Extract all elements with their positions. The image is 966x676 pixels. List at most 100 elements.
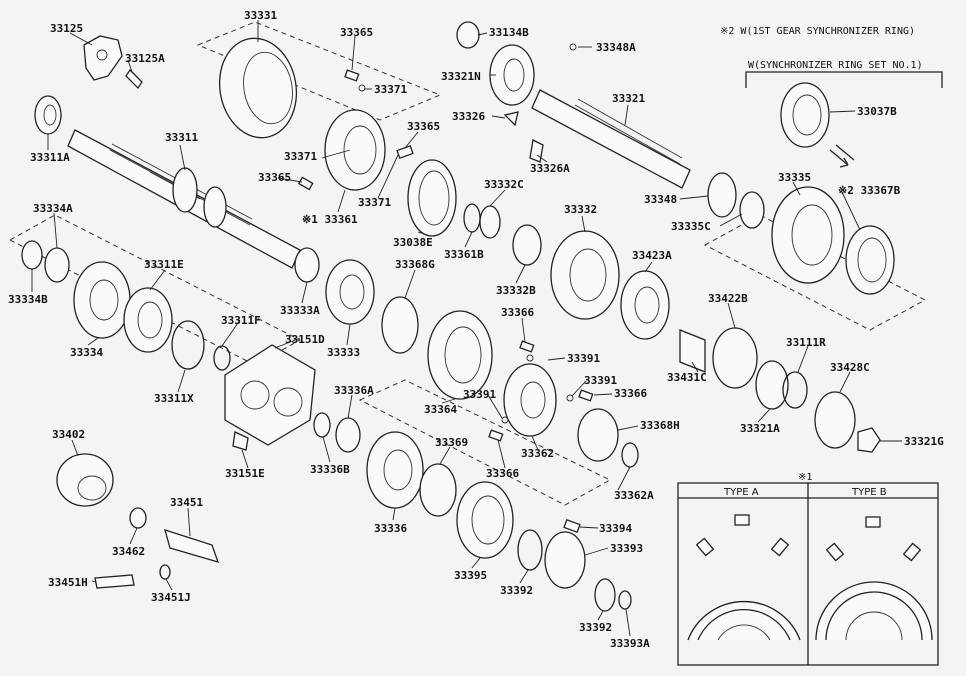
ring-33037B-inner [792,94,822,136]
part-33431C-collar [679,329,706,373]
label-33361B: 33361B [444,248,484,261]
assembly-outline-left [8,214,302,366]
part-33332B-bearing [512,224,542,266]
part-33037B-ring [780,82,830,148]
part-33365-key [344,69,360,82]
label-33333A: 33333A [280,304,320,317]
label-33321A: 33321A [740,422,780,435]
label-33348A: 33348A [596,41,636,54]
part-33366-key-a [519,340,535,353]
bracket-hole [96,49,108,61]
label-33335C: 33335C [671,220,711,233]
label-33365-c: 33365 [258,171,291,184]
part-33361B-snapring [463,203,481,233]
part-33371-spring [358,84,366,92]
label-33321N: 33321N [441,70,481,83]
part-33393-hub [544,531,586,589]
part-33335-gear [771,186,845,284]
part-33391-spring-c [501,416,509,424]
part-33311X-snapring [171,320,205,370]
hub-33362-inner [520,381,546,419]
inset-type-comparison: ※1 TYPE A TYPE B [677,472,939,666]
part-33151E-bolt [232,431,249,451]
label-33335: 33335 [778,171,811,184]
plate-hole-2 [273,387,303,417]
gear-33423A-hub [634,286,660,324]
label-33326A: 33326A [530,162,570,175]
part-33395-sleeve [456,481,514,559]
label-33371: 33371 [374,83,407,96]
label-33038E: 33038E [393,236,433,249]
part-33111R-snapring [782,371,808,409]
part-33326-clip [503,111,519,127]
label-33366-a: 33366 [501,306,534,319]
label-33395: 33395 [454,569,487,582]
label-33392-a: 33392 [500,584,533,597]
assembly-outline-top [196,21,442,121]
type-a-ring [687,514,801,641]
direction-arrow [829,144,855,168]
type-b-ring [815,516,933,641]
label-33151D: 33151D [285,333,325,346]
inset-mark: ※1 [798,472,812,483]
part-33336B-washer [313,412,331,438]
label-33311A: 33311A [30,151,70,164]
part-33336-gear [366,431,424,509]
label-33331: 33331 [244,9,277,22]
label-33423A: 33423A [632,249,672,262]
label-33037B: 33037B [857,105,897,118]
label-33391-a: 33391 [567,352,600,365]
label-33151E: 33151E [225,467,265,480]
ring-33367B-inner [857,237,887,283]
gear-33333-hub [339,274,365,310]
part-33402-gear [56,453,114,507]
part-33336A-bearing [335,417,361,453]
part-33334A-bearing [44,247,70,283]
label-33462: 33462 [112,545,145,558]
label-33336B: 33336B [310,463,350,476]
part-33366-key-c [488,429,504,442]
part-33368G-ring [381,296,419,354]
part-33332C-washer [479,205,501,239]
label-33348: 33348 [644,193,677,206]
bearing-33311E-inner [137,301,163,339]
plate-hole-1 [240,380,270,410]
part-33362A-snapring [621,442,639,468]
label-33321G: 33321G [904,435,944,448]
label-33368H: 33368H [640,419,680,432]
label-33431C: 33431C [667,371,707,384]
part-33462-washer [129,507,147,529]
label-33391-c: 33391 [463,388,496,401]
label-33366-c: 33366 [486,467,519,480]
part-33125A-bolt [125,68,143,90]
part-33394-key [563,519,581,533]
label-33394: 33394 [599,522,632,535]
label-33336A: 33336A [334,384,374,397]
hub-33364-inner [444,326,482,384]
label-33326: 33326 [452,110,485,123]
part-33392-snapring-a [517,529,543,571]
label-33311X: 33311X [154,392,194,405]
part-33368H-ring [577,408,619,462]
part-33393A-snapring [618,590,632,610]
label-33332: 33332 [564,203,597,216]
part-33451H-bolt [94,574,135,589]
note-1st-gear-sync-ring: ※2 W(1ST GEAR SYNCHRONIZER RING) [720,26,915,37]
part-33334B-washer [21,240,43,270]
shaft-gear-2 [203,186,227,228]
label-33364: 33364 [424,403,457,416]
label-33311: 33311 [165,131,198,144]
part-33334-gear [73,261,131,339]
ring-33038E-inner [418,170,450,226]
label-33371-c: 33371 [358,196,391,209]
label-33451J: 33451J [151,591,191,604]
gear-33334-hub [89,279,119,321]
bearing-inner [43,104,57,126]
label-33451: 33451 [170,496,203,509]
part-33392-snapring-b [594,578,616,612]
label-33334: 33334 [70,346,103,359]
leader-lines [31,20,902,637]
sleeve-33395-inner [471,495,505,545]
part-33451-shaft [164,529,220,563]
